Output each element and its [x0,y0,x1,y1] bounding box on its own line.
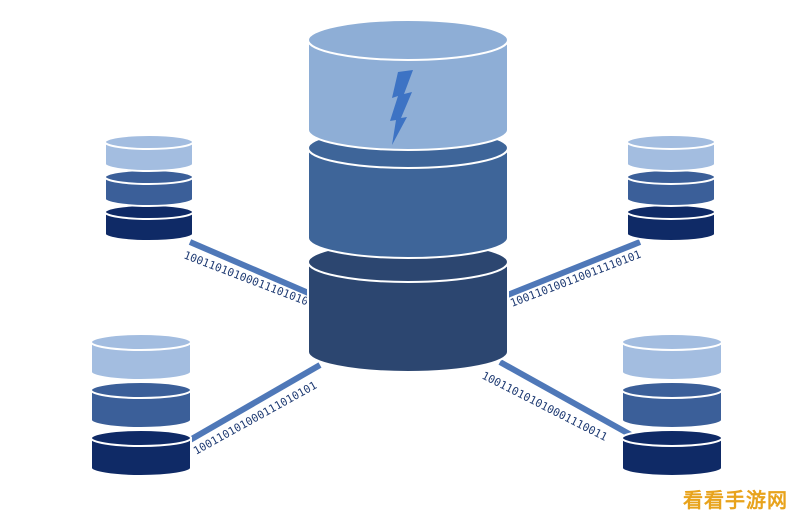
link-line-bottom-left [188,362,322,443]
link-bits-bottom-left: 100110101000111010101 [191,379,319,458]
database-top-right-tier-1 [626,134,716,172]
database-top-right-tier-3 [626,204,716,242]
link-bits-bottom-right: 100110101010001110011 [480,369,610,444]
connector-lines [188,239,642,443]
database-top-right [626,134,716,242]
watermark-logo: 看看手游网 [683,488,788,512]
lightning-bolt-icon [390,70,413,145]
database-top-right-tier-2 [626,169,716,207]
database-bottom-left-tier-1 [90,333,192,381]
database-bottom-left [90,333,192,477]
link-line-bottom-right [498,359,642,443]
link-bits-top-left: 10011010100011101010 [182,249,310,309]
database-top-left-tier-3 [104,204,194,242]
database-top-left [104,134,194,242]
link-line-top-right [498,239,642,301]
link-line-top-left [188,239,322,301]
database-bottom-left-tier-2 [90,381,192,429]
database-bottom-right [621,333,723,477]
database-top-left-tier-1 [104,134,194,172]
link-bits-top-right: 100110100110011110101 [508,248,642,310]
database-bottom-right-tier-2 [621,381,723,429]
database-bottom-right-tier-3 [621,429,723,477]
central-database-tier-1 [307,19,509,151]
database-bottom-right-tier-1 [621,333,723,381]
central-database [307,19,509,373]
database-top-left-tier-2 [104,169,194,207]
database-bottom-left-tier-3 [90,429,192,477]
central-database-tier-3 [307,241,509,373]
